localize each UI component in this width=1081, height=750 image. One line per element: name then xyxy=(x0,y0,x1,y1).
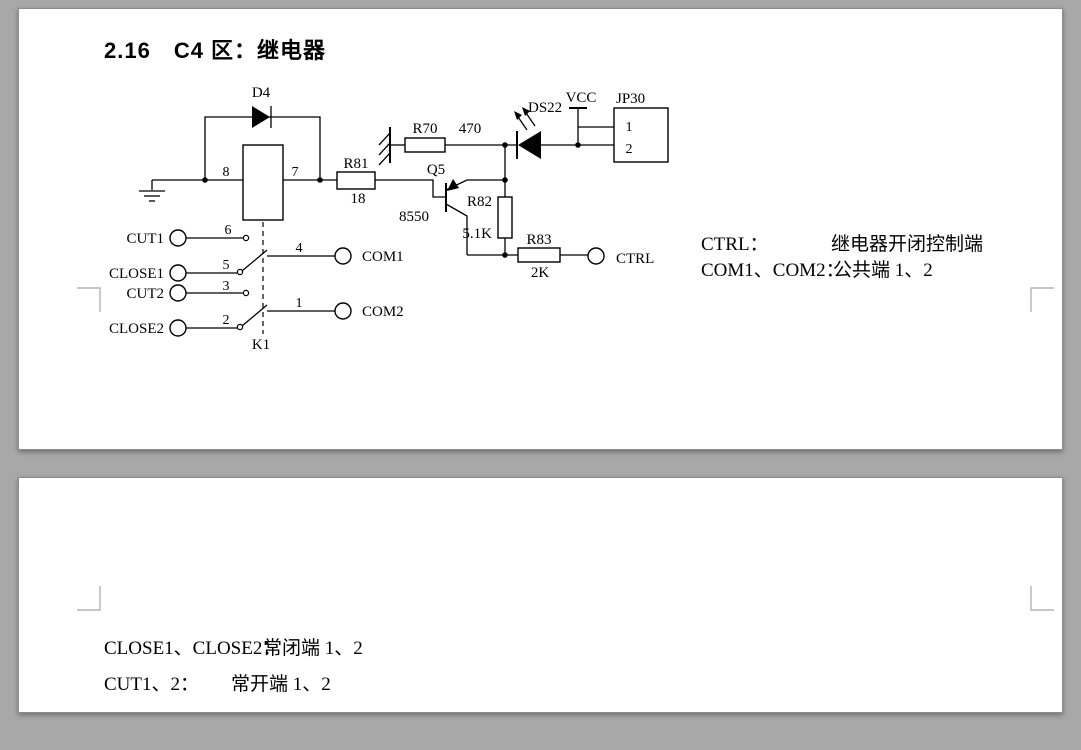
document-page-1: 2.16 C4 区：继电器 CTRL： 继电器开闭控制端 COM1、COM2： … xyxy=(18,8,1063,450)
cut-terminals-desc: 常开端 1、2 xyxy=(231,674,331,695)
section-heading: 2.16 C4 区：继电器 xyxy=(104,38,327,63)
close-terminals-desc: 常闭端 1、2 xyxy=(263,638,363,659)
document-page-2: CLOSE1、CLOSE2： 常闭端 1、2 CUT1、2： 常开端 1、2 xyxy=(18,477,1063,713)
close-terminals-label: CLOSE1、CLOSE2： xyxy=(104,638,282,659)
annotation-com-desc: 公共端 1、2 xyxy=(833,260,933,281)
cut-terminals-label: CUT1、2： xyxy=(104,674,200,695)
annotation-com-label: COM1、COM2： xyxy=(701,260,845,281)
annotation-ctrl-desc: 继电器开闭控制端 xyxy=(831,234,984,255)
annotation-ctrl-label: CTRL： xyxy=(701,234,769,255)
